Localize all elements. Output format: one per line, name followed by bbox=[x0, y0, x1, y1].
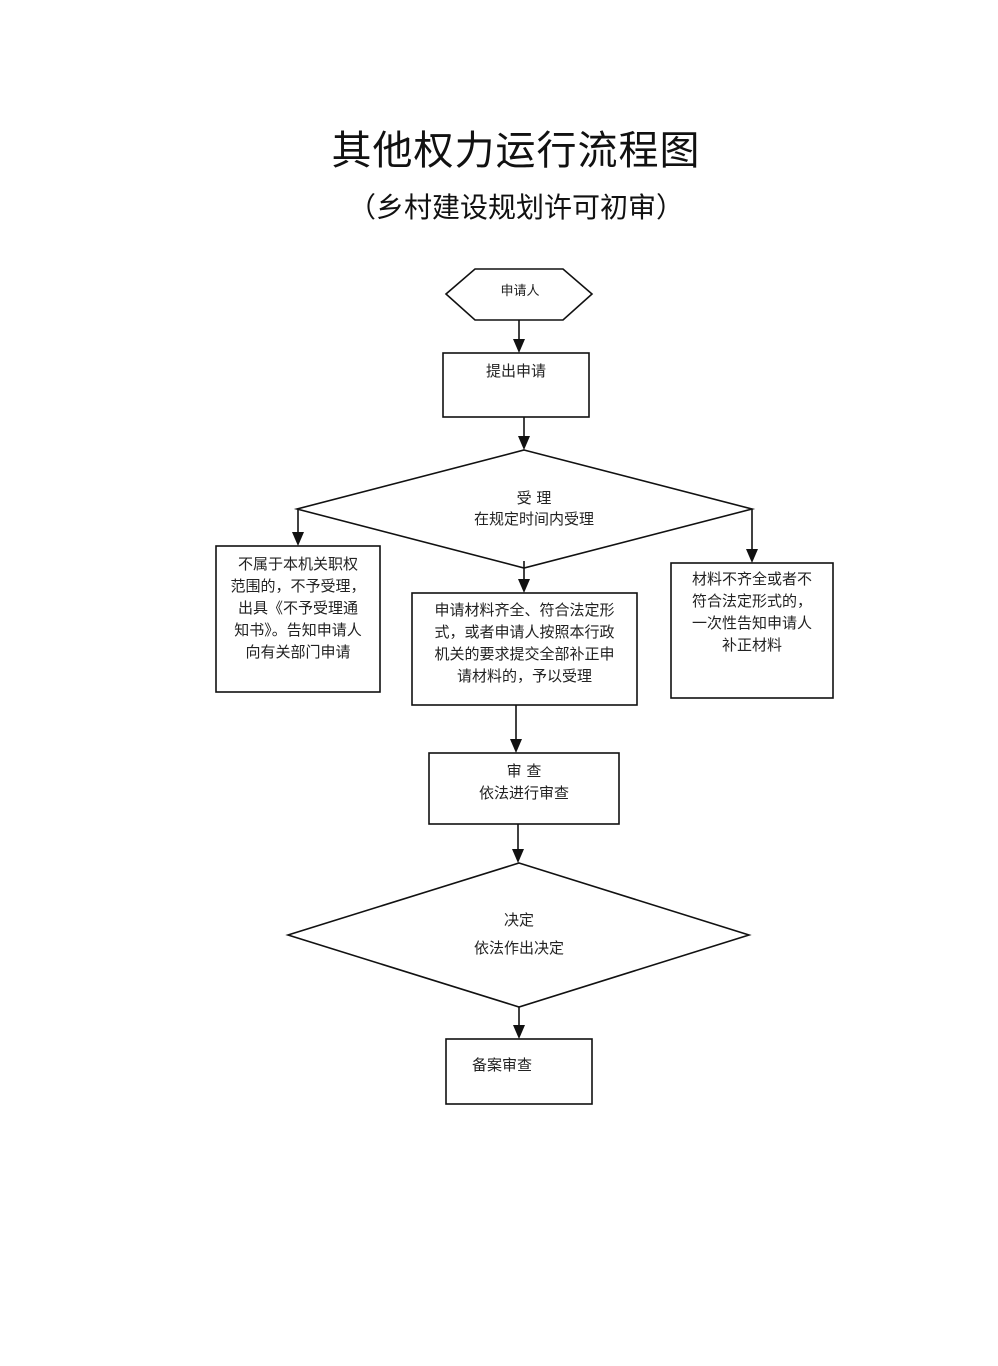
node-review bbox=[428, 752, 620, 825]
arrowhead bbox=[512, 849, 524, 863]
arrowhead bbox=[518, 436, 530, 450]
node-accept-label: 在规定时间内受理 bbox=[473, 510, 594, 528]
edge-accept-accepted bbox=[518, 561, 530, 593]
page-title: 其他权力运行流程图 bbox=[331, 128, 701, 174]
edge-accepted-review bbox=[510, 705, 522, 753]
arrowhead bbox=[510, 739, 522, 753]
arrowhead bbox=[518, 579, 530, 593]
edge-review-decide bbox=[512, 824, 524, 863]
node-applicant-label: 申请人 bbox=[500, 284, 540, 299]
node-record bbox=[445, 1038, 593, 1105]
node-reject-label: 不属于本机关职权 范围的，不予受理， 出具《不予受理通 知书》。告知申请人 向有… bbox=[230, 555, 366, 661]
node-review-label: 依法进行审查 bbox=[478, 784, 569, 802]
arrowhead bbox=[746, 549, 758, 563]
arrowhead bbox=[513, 339, 525, 353]
edge-accept-reject bbox=[292, 509, 304, 546]
edge-submit-accept bbox=[518, 417, 530, 450]
edge-decide-record bbox=[513, 1007, 525, 1039]
node-supplement bbox=[670, 562, 834, 699]
node-record-label: 备案审查 bbox=[471, 1056, 532, 1074]
arrowhead bbox=[292, 532, 304, 546]
node-decide bbox=[285, 862, 752, 1008]
node-submit-label: 提出申请 bbox=[485, 362, 546, 380]
node-decide-label: 依法作出决定 bbox=[473, 939, 564, 957]
page-subtitle: （乡村建设规划许可初审） bbox=[347, 191, 684, 224]
node-accept-title: 受 理 bbox=[516, 489, 552, 507]
node-decide-title: 决定 bbox=[503, 911, 534, 929]
node-submit bbox=[442, 352, 590, 418]
arrowhead bbox=[513, 1025, 525, 1039]
node-supplement-label: 材料不齐全或者不 符合法定形式的， 一次性告知申请人 补正材料 bbox=[691, 570, 812, 654]
node-applicant bbox=[444, 268, 594, 321]
node-reject bbox=[215, 545, 381, 693]
edge-accept-supplement bbox=[746, 509, 758, 563]
node-accepted bbox=[411, 592, 638, 706]
node-review-title: 审 查 bbox=[506, 762, 542, 780]
node-accepted-label: 申请材料齐全、符合法定形 式，或者申请人按照本行政 机关的要求提交全部补正申 请… bbox=[434, 601, 615, 685]
edge-applicant-submit bbox=[513, 320, 525, 353]
